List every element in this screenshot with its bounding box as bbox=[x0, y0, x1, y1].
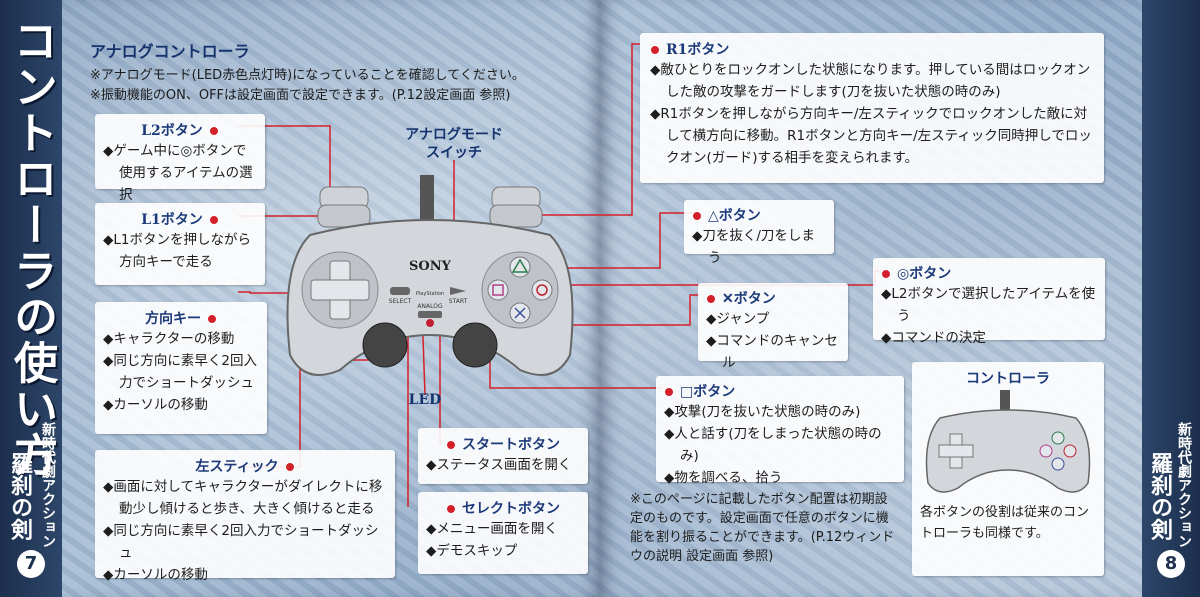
triangle-button-title: △ボタン bbox=[692, 205, 826, 225]
dpad-desc-2: ◆同じ方向に素早く2回入力でショートダッシュ bbox=[103, 353, 257, 391]
controller-illustration: SONY SELECT START ANALOG PlayStation bbox=[286, 175, 574, 376]
led-label: LED bbox=[408, 392, 442, 408]
start-button-box: スタートボタン ◆ステータス画面を開く bbox=[418, 428, 588, 484]
select-desc-2: ◆デモスキップ bbox=[426, 543, 518, 559]
select-button-box: セレクトボタン ◆メニュー画面を開く ◆デモスキップ bbox=[418, 492, 588, 574]
l2-desc-1: ◆ゲーム中に◎ボタンで使用するアイテムの選択 bbox=[103, 143, 253, 203]
brand-logo: SONY bbox=[409, 259, 452, 274]
select-button-title: セレクトボタン bbox=[426, 498, 580, 518]
page-number: 8 bbox=[1157, 550, 1185, 578]
r1-desc-1: ◆敵ひとりをロックオンした状態になります。押している間はロックオンした敵の攻撃を… bbox=[650, 62, 1091, 100]
left-stick-title: 左スティック bbox=[103, 456, 387, 476]
start-desc-1: ◆ステータス画面を開く bbox=[426, 457, 572, 473]
right-side-bar: 新時代劇アクション 羅刹の剣 8 bbox=[1142, 0, 1200, 597]
dpad-desc-3: ◆カーソルの移動 bbox=[103, 397, 208, 413]
series-label: 新時代劇アクション bbox=[1176, 422, 1192, 548]
page-number: 7 bbox=[17, 550, 45, 578]
series-label: 新時代劇アクション bbox=[40, 422, 56, 548]
select-label: SELECT bbox=[389, 298, 412, 305]
controller-compat-box: コントローラ 各ボタンの役割は従来のコントローラも同様です。 bbox=[912, 362, 1104, 576]
l1-desc-1: ◆L1ボタンを押しながら方向キーで走る bbox=[103, 232, 251, 270]
triangle-desc-1: ◆刀を抜く/刀をしまう bbox=[692, 228, 815, 266]
cross-button-title: ✕ボタン bbox=[706, 288, 840, 308]
square-desc-1: ◆攻撃(刀を抜いた状態の時のみ) bbox=[664, 404, 861, 420]
cross-button-box: ✕ボタン ◆ジャンプ ◆コマンドのキャンセル bbox=[698, 283, 848, 371]
lstick-desc-2: ◆同じ方向に素早く2回入力でショートダッシュ bbox=[103, 523, 379, 561]
left-side-bar: コントローラの使い方 新時代劇アクション 羅刹の剣 7 bbox=[0, 0, 62, 597]
square-button-box: □ボタン ◆攻撃(刀を抜いた状態の時のみ) ◆人と話す(刀をしまった状態の時のみ… bbox=[656, 376, 904, 486]
lstick-desc-1: ◆画面に対してキャラクターがダイレクトに移動少し傾けると歩き、大きく傾けると走る bbox=[103, 479, 383, 517]
page-title: コントローラの使い方 bbox=[6, 18, 57, 478]
left-stick-box: 左スティック ◆画面に対してキャラクターがダイレクトに移動少し傾けると歩き、大き… bbox=[95, 450, 395, 583]
game-title: 羅刹の剣 bbox=[7, 452, 33, 540]
intro-note-1: ※アナログモード(LED赤色点灯時)になっていることを確認してください。 bbox=[90, 68, 525, 83]
l2-button-title: L2ボタン bbox=[103, 120, 257, 140]
circle-desc-1: ◆L2ボタンで選択したアイテムを使う bbox=[881, 286, 1096, 324]
l2-button-box: L2ボタン ◆ゲーム中に◎ボタンで使用するアイテムの選択 bbox=[95, 114, 265, 203]
intro-section: アナログコントローラ ※アナログモード(LED赤色点灯時)になっていることを確認… bbox=[90, 38, 590, 106]
dpad-title: 方向キー bbox=[103, 308, 259, 328]
circle-button-title: ◎ボタン bbox=[881, 263, 1097, 283]
analog-label: ANALOG bbox=[417, 303, 443, 310]
r1-button-box: R1ボタン ◆敵ひとりをロックオンした状態になります。押している間はロックオンし… bbox=[640, 33, 1104, 183]
cross-desc-2: ◆コマンドのキャンセル bbox=[706, 333, 838, 371]
dpad-desc-1: ◆キャラクターの移動 bbox=[103, 331, 235, 347]
game-title: 羅刹の剣 bbox=[1147, 452, 1173, 540]
controller-compat-desc: 各ボタンの役割は従来のコントローラも同様です。 bbox=[920, 505, 1090, 541]
ps-label: PlayStation bbox=[416, 291, 444, 297]
intro-title: アナログコントローラ bbox=[90, 42, 250, 61]
select-desc-1: ◆メニュー画面を開く bbox=[426, 521, 558, 537]
square-button-title: □ボタン bbox=[664, 381, 896, 401]
dpad-box: 方向キー ◆キャラクターの移動 ◆同じ方向に素早く2回入力でショートダッシュ ◆… bbox=[95, 302, 267, 434]
start-label: START bbox=[449, 298, 468, 305]
circle-desc-2: ◆コマンドの決定 bbox=[881, 330, 986, 346]
analog-switch-label: アナログモード スイッチ bbox=[405, 127, 503, 161]
intro-note-2: ※振動機能のON、OFFは設定画面で設定できます。(P.12設定画面 参照) bbox=[90, 88, 511, 103]
lstick-desc-3: ◆カーソルの移動 bbox=[103, 567, 208, 583]
circle-button-box: ◎ボタン ◆L2ボタンで選択したアイテムを使う ◆コマンドの決定 bbox=[873, 258, 1105, 346]
r1-desc-2: ◆R1ボタンを押しながら方向キー/左スティックでロックオンした敵に対して横方向に… bbox=[650, 106, 1092, 166]
footnote: ※このページに記載したボタン配置は初期設定のものです。設定画面で任意のボタンに機… bbox=[630, 492, 895, 564]
l1-button-box: L1ボタン ◆L1ボタンを押しながら方向キーで走る bbox=[95, 203, 265, 285]
controller-compat-title: コントローラ bbox=[966, 371, 1050, 387]
start-button-title: スタートボタン bbox=[426, 434, 580, 454]
cross-desc-1: ◆ジャンプ bbox=[706, 311, 770, 327]
triangle-button-box: △ボタン ◆刀を抜く/刀をしまう bbox=[684, 200, 834, 266]
l1-button-title: L1ボタン bbox=[103, 209, 257, 229]
square-desc-2: ◆人と話す(刀をしまった状態の時のみ) bbox=[664, 426, 882, 464]
square-desc-3: ◆物を調べる、拾う bbox=[664, 470, 783, 486]
r1-button-title: R1ボタン bbox=[650, 39, 1094, 59]
mini-controller-illustration bbox=[925, 390, 1091, 493]
